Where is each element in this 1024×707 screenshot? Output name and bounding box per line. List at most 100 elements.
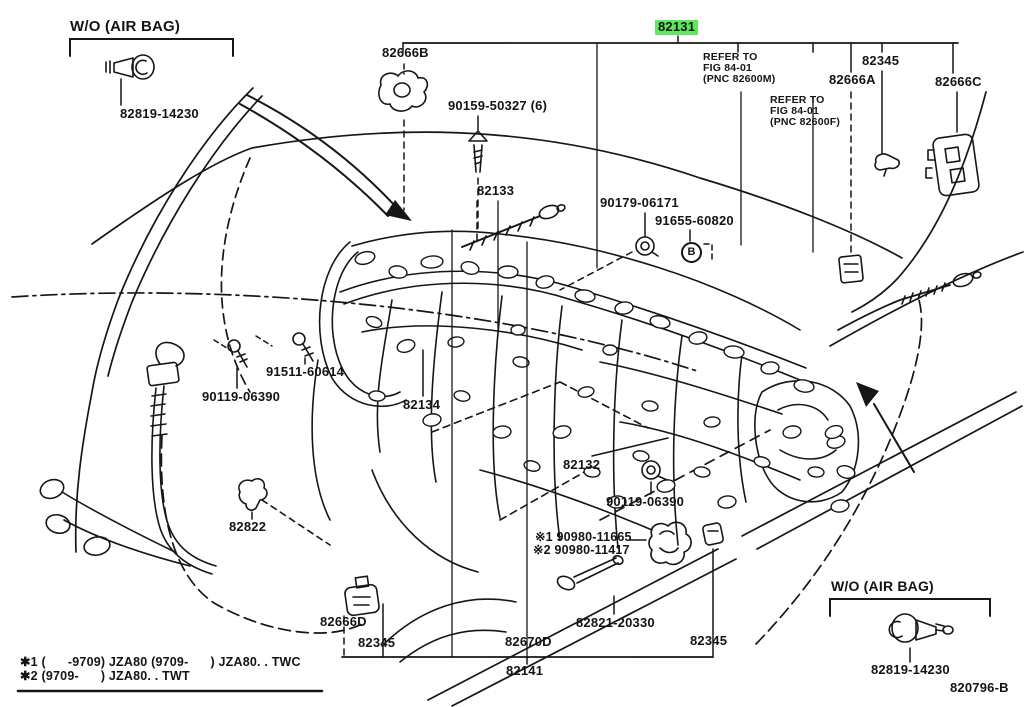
pointer-arrow-right [856,382,915,473]
screw-91511-icon [292,332,314,362]
clip-82345-top-icon [874,153,901,177]
connector-blob [388,265,408,279]
part-label-82822[interactable]: 82822 [229,519,267,534]
connector-blob [523,460,541,472]
connector-blob [422,413,442,427]
connector-blob [420,255,444,269]
connector-82666D-icon [344,575,380,617]
connector-blob [512,356,530,368]
connector-82666A-icon [838,254,864,284]
sensor-plug-icon-top-left [105,54,155,80]
part-label-82132[interactable]: 82132 [563,457,601,472]
connector-blob [649,315,671,329]
connector-blob [447,336,465,348]
note-wo-airbag-top: W/O (AIR BAG) [70,18,181,35]
connector-blob [365,315,383,329]
bolt-82821-icon [556,555,624,591]
connector-blob [793,379,815,393]
connector-blob [693,466,711,478]
connector-blob [574,289,596,303]
connector-blob [753,456,771,468]
connector-blob [510,324,526,336]
highlighted-part-label[interactable]: 82131 [655,20,699,35]
part-label-82819-top[interactable]: 82819-14230 [120,106,199,121]
connector-blob [824,424,844,440]
connector-blob [688,331,708,345]
part-label-90179[interactable]: 90179-06171 [600,195,679,210]
sensor-plug-icon-bottom-right [888,613,954,643]
connector-blob [577,386,595,398]
clip-82822-icon [238,478,268,511]
connector-blob [396,338,416,354]
wiring-harness-cluster [311,230,860,663]
connector-blob [836,465,856,479]
part-label-90119-left[interactable]: 90119-06390 [202,389,281,404]
connector-blob [602,344,618,356]
pointer-arrow-left [239,94,412,221]
connector-blob [552,425,572,439]
connector-blob [632,450,650,462]
part-label-82666D[interactable]: 82666D [320,614,367,629]
note-wo-airbag-bottom: W/O (AIR BAG) [831,578,934,594]
ribbed-cable-icon [461,204,566,251]
part-label-82345-bottom-left[interactable]: 82345 [358,635,396,650]
part-label-82345-bottom-center[interactable]: 82345 [690,633,728,648]
callout-circled-b: B [681,242,702,263]
car-body-outline [11,87,1024,707]
part-label-82821[interactable]: 82821-20330 [576,615,655,630]
connector-blob [830,499,850,513]
part-label-90159[interactable]: 90159-50327 (6) [448,98,548,113]
screw-90119-left-icon [227,339,248,368]
drawing-number: 820796-B [950,680,1009,695]
connector-blob [535,275,555,289]
connector-blob [497,265,519,279]
connector-blob [614,301,634,315]
footnote-2: ✱2 (9709- ) JZA80. . TWT [20,669,190,683]
part-label-82141[interactable]: 82141 [506,663,544,678]
note-refer-fig-m: REFER TO FIG 84-01 (PNC 82600M) [703,51,776,85]
part-label-82134[interactable]: 82134 [403,397,441,412]
grommet-90980-icon [648,521,692,566]
connector-blob [453,390,471,402]
part-label-82670D[interactable]: 82670D [505,634,552,649]
part-label-91511[interactable]: 91511-60614 [266,364,345,379]
part-label-82819-bottom[interactable]: 82819-14230 [871,662,950,677]
connector-blob [703,416,721,428]
connector-blob [723,345,745,359]
connector-blob [607,495,627,509]
connector-blob [782,425,802,439]
connector-blob [492,425,512,439]
part-label-91655[interactable]: 91655-60820 [655,213,734,228]
footnote-1: ✱1 ( -9709) JZA80 (9709- ) JZA80. . TWC [20,655,301,669]
screw-90159-icon [468,130,488,173]
connector-blob [807,466,825,478]
part-icons [105,54,982,643]
part-label-90119-mid[interactable]: 90119-06390 [606,494,685,509]
connector-blob [641,400,659,412]
connector-blob [354,250,376,266]
part-label-82345-top-right[interactable]: 82345 [862,53,900,68]
floor-cable [39,341,331,575]
harness-connector-blobs [354,250,856,513]
part-label-82666C[interactable]: 82666C [935,74,982,89]
part-label-82133[interactable]: 82133 [477,183,515,198]
part-label-82666A[interactable]: 82666A [829,72,876,87]
clip-82345-bottom-icon [702,522,724,546]
connector-blob [656,479,676,493]
connector-blob [583,466,601,478]
leader-lines [16,35,991,693]
nut-90179-icon [635,236,659,257]
connector-blob [368,390,386,402]
part-label-90980-1[interactable]: ※1 90980-11665 [535,530,632,544]
antenna-cable-icon [837,271,982,331]
note-refer-fig-f: REFER TO FIG 84-01 (PNC 82600F) [770,94,841,128]
connector-blob [760,361,780,375]
connector-blob [460,261,480,275]
nut-90119-mid-icon [641,460,668,481]
part-label-90980-2[interactable]: ※2 90980-11417 [533,543,630,557]
connector-82666B-icon [378,70,429,112]
connector-82666C-icon [925,133,980,197]
part-label-82666B[interactable]: 82666B [382,45,429,60]
